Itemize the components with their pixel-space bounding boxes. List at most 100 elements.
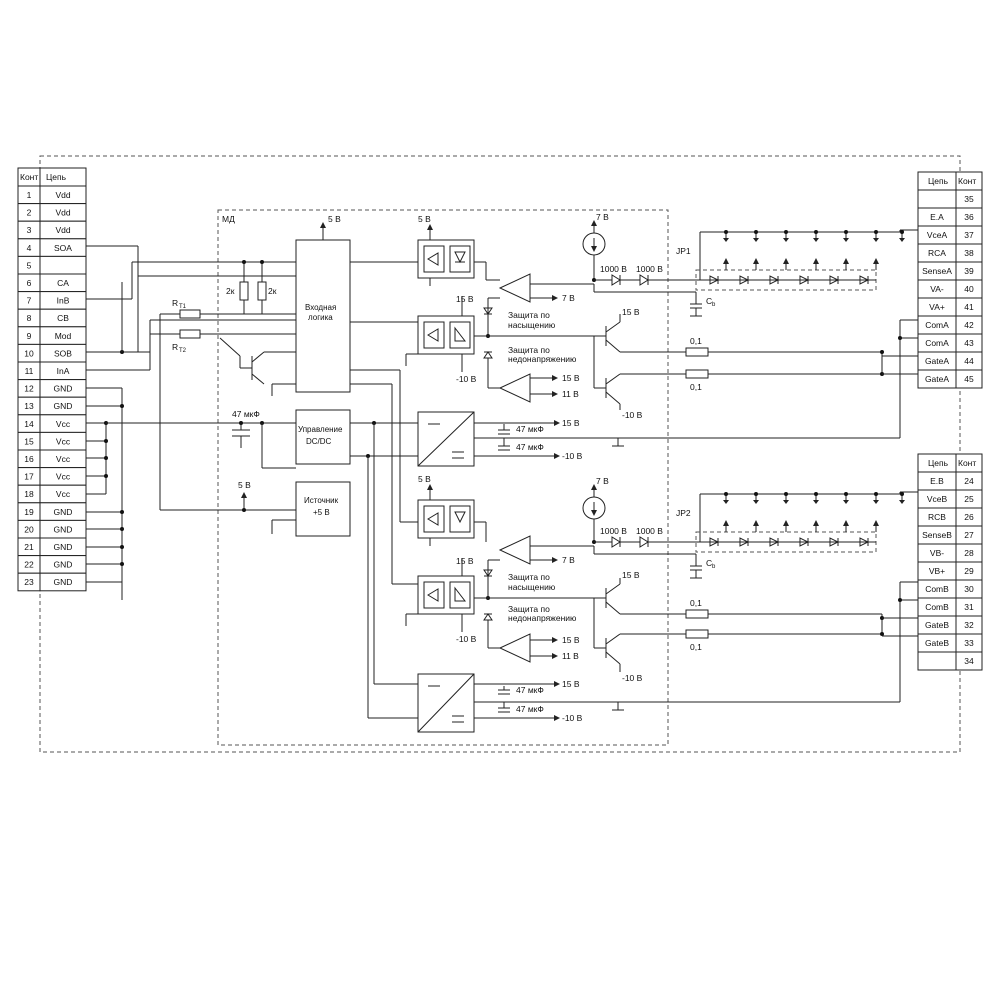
v5-source-label: 5 В — [238, 480, 251, 490]
jumper-arrow — [813, 500, 819, 504]
jp2-label: JP2 — [676, 508, 691, 518]
right-b-net-name: VceB — [927, 494, 948, 504]
right-b-pin-number: 31 — [964, 602, 974, 612]
jumper-arrow — [843, 238, 849, 242]
uv-b-label-1: Защита по — [508, 604, 550, 614]
jumper-node — [754, 230, 758, 234]
jumper-node — [814, 492, 818, 496]
outer-frame — [39, 155, 961, 753]
v15-b3-label: 15 В — [622, 570, 640, 580]
jumper-node — [754, 492, 758, 496]
r01-b2-label: 0,1 — [690, 642, 702, 652]
right-a-pin-number: 41 — [964, 302, 974, 312]
jumper-arrow — [783, 258, 789, 264]
right-b-header-pin: Конт — [958, 458, 976, 468]
right-b-net-cell — [917, 651, 957, 671]
left-pin-number: 6 — [27, 278, 32, 288]
jumper-arrow — [783, 500, 789, 504]
jumper-arrow — [873, 500, 879, 504]
right-a-pin-number: 36 — [964, 212, 974, 222]
cb-a-sub: b — [712, 302, 716, 308]
v5-opto-a-label: 5 В — [418, 214, 431, 224]
jumper-arrow — [723, 520, 729, 526]
left-net-name: Vcc — [56, 489, 71, 499]
rt2-label: R — [172, 342, 178, 352]
left-net-name: Vdd — [55, 225, 70, 235]
left-net-name: GND — [54, 524, 73, 534]
jumper-arrow — [899, 500, 905, 504]
jumper-arrow — [813, 520, 819, 526]
left-header-net: Цепь — [46, 172, 67, 182]
right-a-net-name: VA- — [930, 284, 944, 294]
right-b-net-name: ComB — [925, 584, 949, 594]
v15-a3-label: 15 В — [622, 307, 640, 317]
cb-a-label: C — [706, 296, 712, 306]
left-net-name: Mod — [55, 331, 72, 341]
right-b-pin-number: 33 — [964, 638, 974, 648]
cap47-b1-label: 47 мкФ — [516, 685, 544, 695]
left-net-name: InA — [57, 366, 70, 376]
left-pin-number: 22 — [24, 560, 34, 570]
left-pin-number: 11 — [25, 366, 34, 376]
res-2k-1-label: 2к — [226, 286, 235, 296]
res-2k-2-label: 2к — [268, 286, 277, 296]
right-a-pin-number: 39 — [964, 266, 974, 276]
right-a-pin-number: 45 — [964, 374, 974, 384]
right-a-pin-number: 44 — [964, 356, 974, 366]
right-b-pin-number: 26 — [964, 512, 974, 522]
left-pin-number: 20 — [24, 524, 34, 534]
right-a-net-name: ComA — [925, 338, 949, 348]
jp1-label: JP1 — [676, 246, 691, 256]
sat-b-label-2: насыщению — [508, 582, 556, 592]
cb-b-sub: b — [712, 564, 716, 570]
right-b-pin-number: 34 — [964, 656, 974, 666]
left-net-name: GND — [54, 384, 73, 394]
d1000-a1-label: 1000 В — [600, 264, 627, 274]
right-b-net-name: GateB — [925, 620, 949, 630]
jumper-arrow — [723, 500, 729, 504]
dcdc-control: 47 мкФ Управление DC/DC — [232, 409, 418, 469]
v5-opto-b-label: 5 В — [418, 474, 431, 484]
uv-b-label-2: недонапряжению — [508, 613, 577, 623]
jumper-arrow — [843, 520, 849, 526]
right-a-net-name: RCA — [928, 248, 946, 258]
left-net-name: Vcc — [56, 454, 71, 464]
left-pin-number: 15 — [24, 436, 34, 446]
v15-a4-label: 15 В — [562, 418, 580, 428]
jumper-arrow — [753, 238, 759, 242]
input-logic-block: Входная логика 5 В — [295, 214, 351, 393]
uv-a-label-1: Защита по — [508, 345, 550, 355]
left-net-name: SOA — [54, 243, 72, 253]
left-net-name: Vcc — [56, 436, 71, 446]
right-b-net-name: RCB — [928, 512, 946, 522]
cap47-a2-label: 47 мкФ — [516, 442, 544, 452]
right-b-pin-number: 28 — [964, 548, 974, 558]
v7-a-label: 7 В — [596, 212, 609, 222]
right-b-net-name: GateB — [925, 638, 949, 648]
vm10-a2-label: -10 В — [622, 410, 643, 420]
module-frame — [217, 209, 669, 746]
left-net-cell — [39, 255, 87, 275]
left-pin-number: 16 — [24, 454, 34, 464]
right-a-pin-number: 37 — [964, 230, 974, 240]
left-pin-number: 10 — [24, 348, 34, 358]
jumper-node — [784, 230, 788, 234]
right-a-net-name: E.A — [930, 212, 944, 222]
left-pin-number: 5 — [27, 260, 32, 270]
source-label-2: +5 В — [313, 508, 330, 517]
left-net-name: GND — [54, 542, 73, 552]
v7-ref-b-label: 7 В — [562, 555, 575, 565]
right-a-net-name: SenseA — [922, 266, 952, 276]
left-net-name: Vdd — [55, 208, 70, 218]
jumper-node — [874, 230, 878, 234]
jumper-node — [844, 492, 848, 496]
left-net-name: CB — [57, 313, 69, 323]
input-logic-label-1: Входная — [305, 303, 336, 312]
left-bus-wires — [86, 245, 296, 600]
left-net-name: GND — [54, 560, 73, 570]
right-a-pin-number: 42 — [964, 320, 974, 330]
left-pin-number: 2 — [27, 208, 32, 218]
v15-b1-label: 15 В — [456, 556, 474, 566]
